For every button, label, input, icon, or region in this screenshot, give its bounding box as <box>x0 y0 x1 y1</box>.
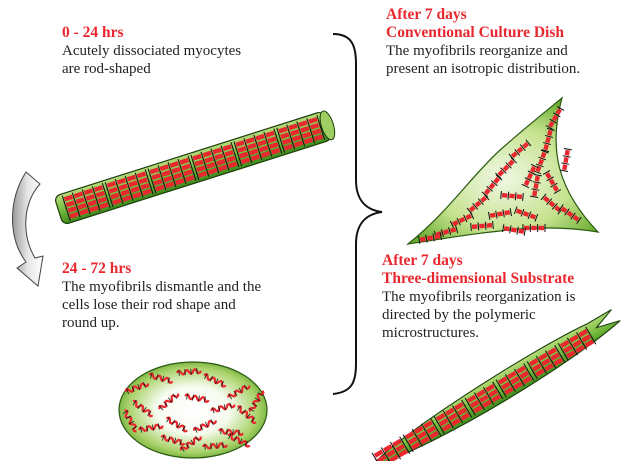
stage-description: round up. <box>62 314 261 332</box>
stage-description: Acutely dissociated myocytes <box>62 42 241 60</box>
stage-description: are rod-shaped <box>62 60 241 78</box>
stage-block-3d-substrate: After 7 days Three-dimensional Substrate… <box>382 252 575 342</box>
stage-heading: After 7 days <box>382 252 575 270</box>
stage-heading: After 7 days <box>386 6 580 24</box>
stage-description: The myofibrils dismantle and the <box>62 278 261 296</box>
stage-block-culture-dish: After 7 days Conventional Culture Dish T… <box>386 6 580 78</box>
stage-description: cells lose their rod shape and <box>62 296 261 314</box>
stage-description: directed by the polymeric <box>382 306 575 324</box>
transition-arrow-icon <box>13 172 44 286</box>
stage-description: The myofibrils reorganize and <box>386 42 580 60</box>
triangular-myocyte <box>408 98 598 244</box>
grouping-brace <box>333 34 382 394</box>
rounded-myocyte <box>119 362 267 458</box>
rod-shaped-myocyte <box>54 109 338 225</box>
stage-heading: 0 - 24 hrs <box>62 24 241 42</box>
myofibril <box>560 148 572 171</box>
stage-block-0-24: 0 - 24 hrs Acutely dissociated myocytes … <box>62 24 241 78</box>
stage-description: The myofibrils reorganization is <box>382 288 575 306</box>
stage-subheading: Three-dimensional Substrate <box>382 270 575 288</box>
stage-block-24-72: 24 - 72 hrs The myofibrils dismantle and… <box>62 260 261 332</box>
stage-subheading: Conventional Culture Dish <box>386 24 580 42</box>
stage-description: microstructures. <box>382 324 575 342</box>
stage-heading: 24 - 72 hrs <box>62 260 261 278</box>
stage-description: present an isotropic distribution. <box>386 60 580 78</box>
